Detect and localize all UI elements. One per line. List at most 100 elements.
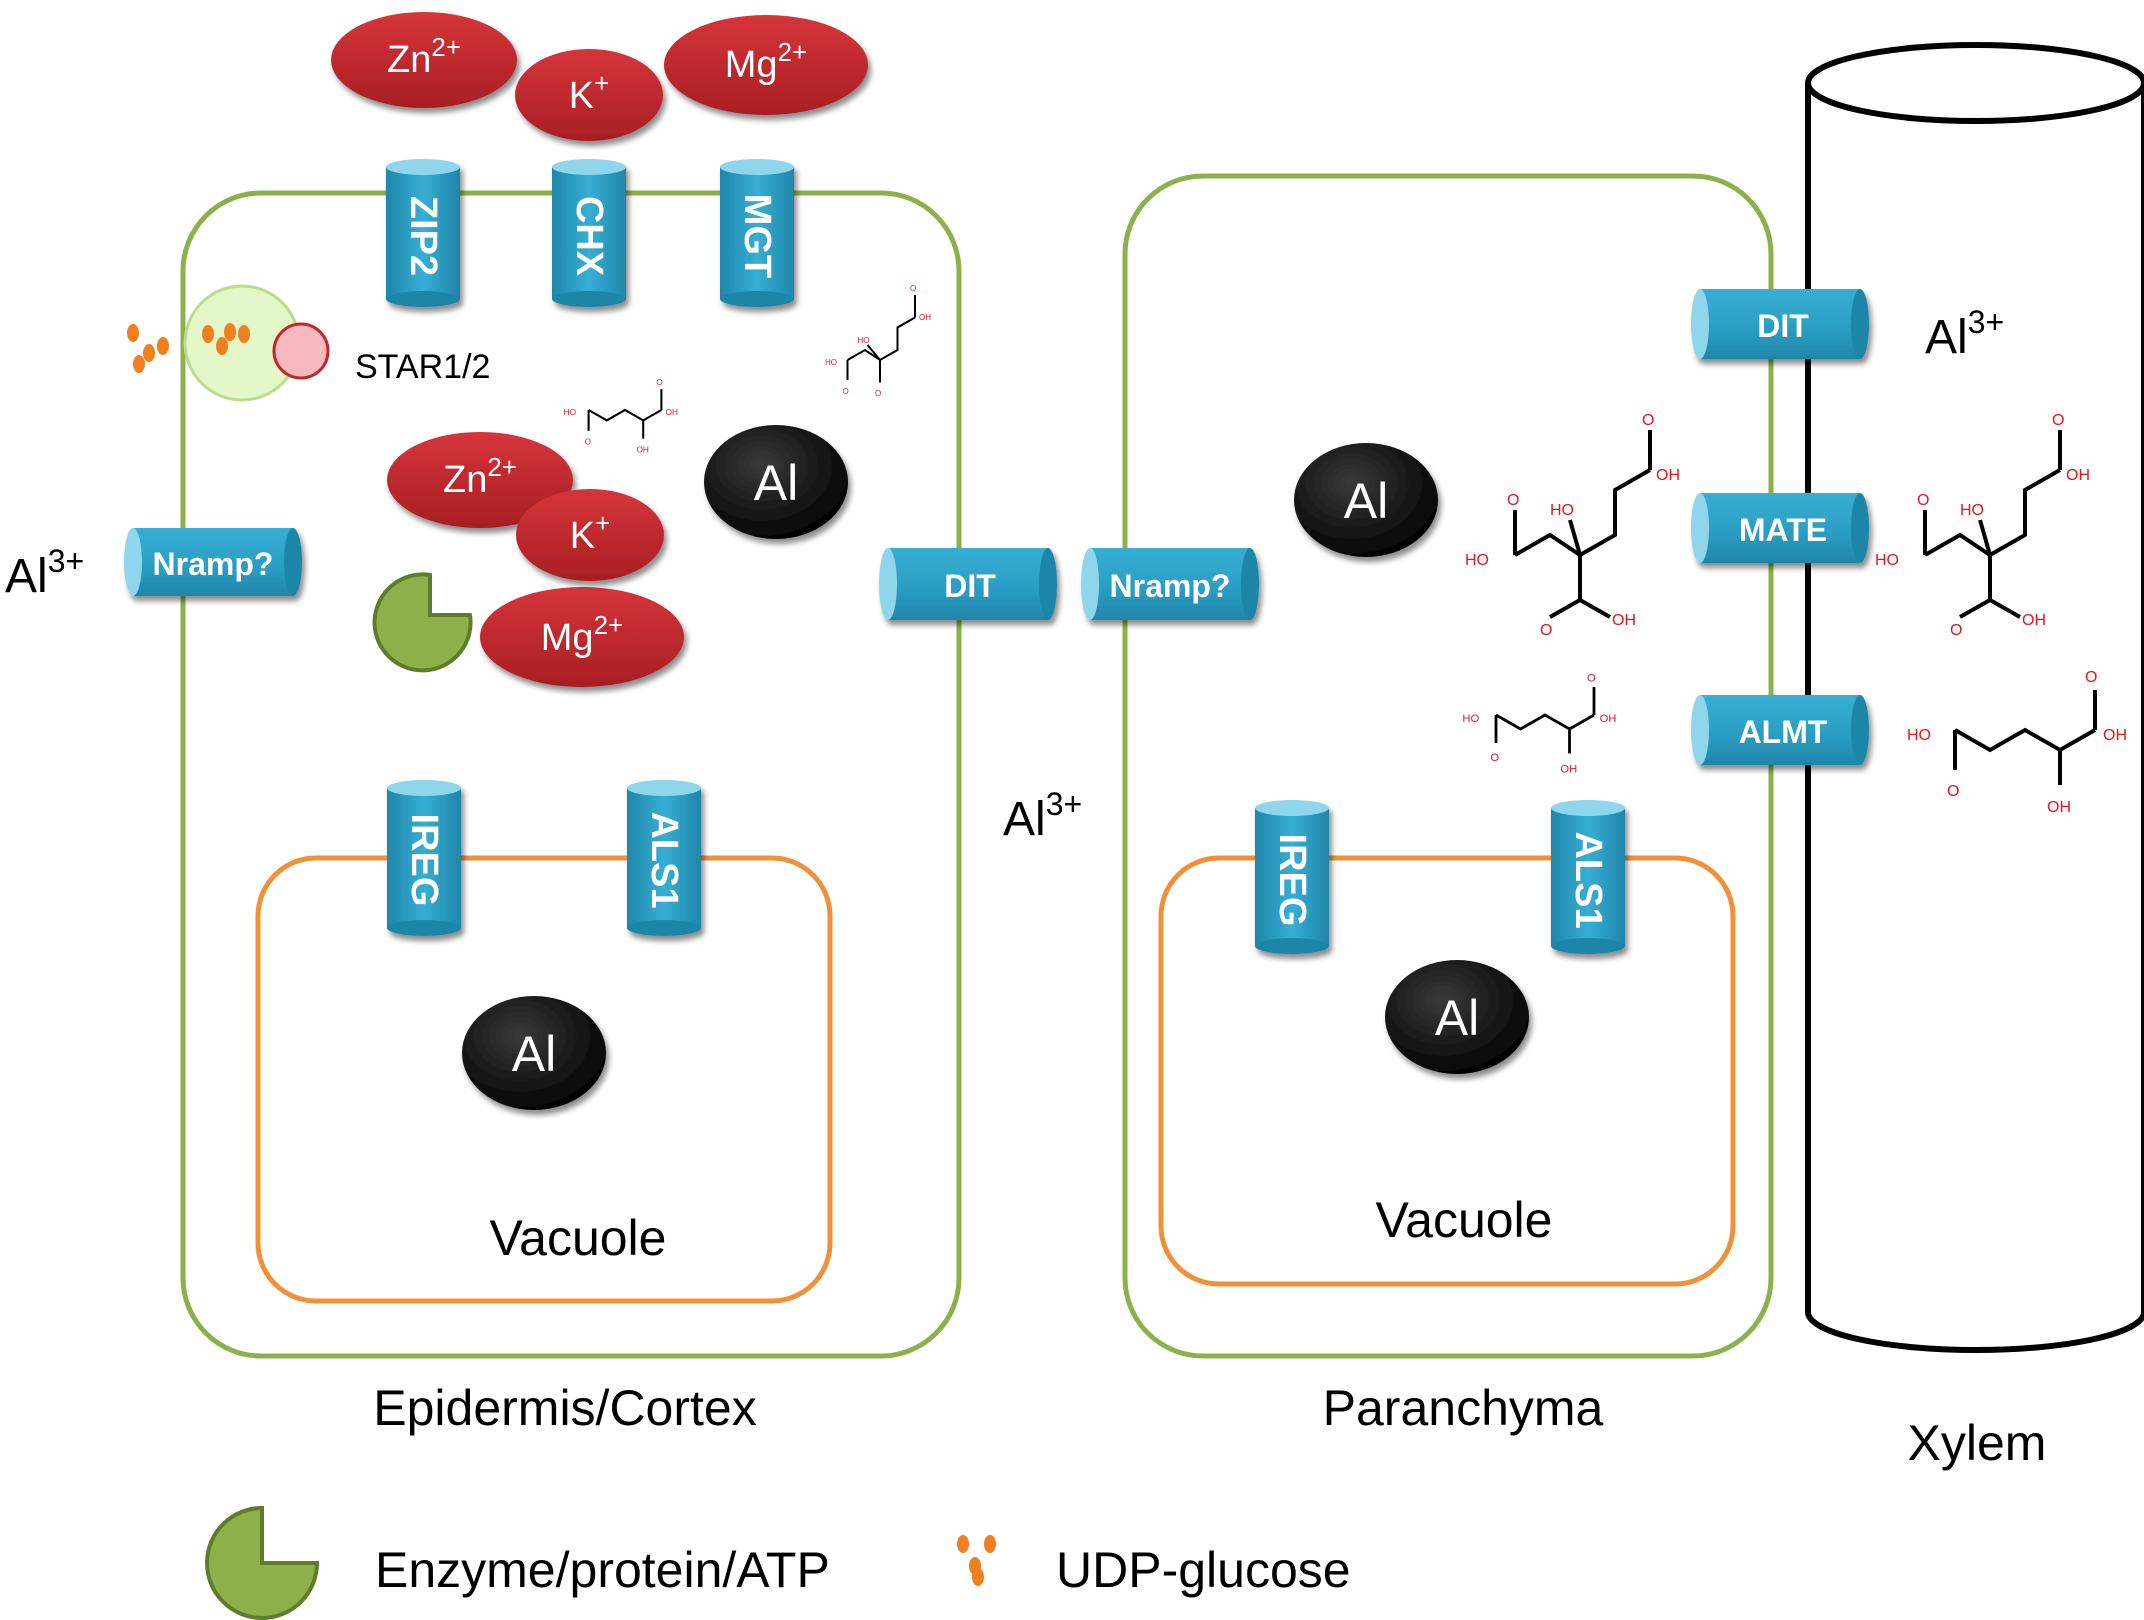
svg-text:O: O (1507, 492, 1519, 509)
svg-text:O: O (875, 389, 881, 398)
svg-text:O: O (656, 377, 663, 387)
mgt-transporter: MGT (720, 159, 794, 307)
svg-text:DIT: DIT (1757, 308, 1809, 344)
svg-text:O: O (1642, 412, 1654, 429)
chx-transporter: CHX (552, 159, 626, 307)
al3-label-outer: Al3+ (5, 543, 84, 603)
paranchyma-cell-membrane (1122, 173, 1774, 1359)
epidermis-cortex-label: Epidermis/Cortex (373, 1380, 756, 1436)
svg-text:Al: Al (1435, 990, 1479, 1046)
svg-text:ALS1: ALS1 (643, 811, 685, 908)
dit-transporter-epidermis: DIT (879, 548, 1057, 620)
al-complex-epidermis: Al (704, 425, 848, 539)
xylem-vessel (1805, 42, 2144, 1353)
svg-text:O: O (910, 284, 916, 293)
svg-text:O: O (1917, 492, 1929, 509)
vacuole-label-epidermis: Vacuole (490, 1210, 667, 1266)
udp-glucose-free-icon (127, 324, 169, 373)
svg-text:OH: OH (2103, 727, 2127, 744)
svg-text:OH: OH (919, 313, 931, 322)
legend-enzyme-icon (205, 1505, 320, 1620)
svg-text:O: O (2052, 412, 2064, 429)
svg-text:Nramp?: Nramp? (1110, 568, 1231, 604)
svg-text:OH: OH (1600, 713, 1617, 725)
enzyme-icon (372, 572, 473, 673)
paranchyma-label: Paranchyma (1323, 1380, 1604, 1436)
svg-text:HO: HO (1960, 502, 1984, 519)
malate-structure-epidermis: HO O OH OH O (564, 377, 678, 455)
al-complex-epidermis-vacuole: Al (462, 996, 606, 1110)
svg-text:O: O (843, 387, 849, 396)
svg-text:CHX: CHX (568, 196, 610, 277)
legend: Enzyme/protein/ATP UDP-glucose (205, 1505, 1351, 1620)
xylem-label: Xylem (1908, 1415, 2047, 1471)
ireg-transporter-epidermis: IREG (387, 780, 461, 936)
svg-text:O: O (1490, 752, 1499, 764)
al3-label-xylem: Al3+ (1925, 304, 2004, 364)
svg-text:ALMT: ALMT (1739, 714, 1828, 750)
vacuole-label-paranchyma: Vacuole (1376, 1192, 1553, 1248)
dit-transporter-xylem: DIT (1691, 289, 1869, 359)
svg-text:HO: HO (1462, 713, 1479, 725)
nramp-transporter-paranchyma: Nramp? (1081, 548, 1259, 620)
svg-text:ALS1: ALS1 (1567, 831, 1609, 928)
al-complex-paranchyma-vacuole: Al (1385, 960, 1529, 1074)
udp-glucose-bound-icon (202, 323, 250, 355)
svg-text:OH: OH (1656, 467, 1680, 484)
svg-text:Zn2+: Zn2+ (387, 32, 461, 81)
als1-transporter-epidermis: ALS1 (627, 780, 701, 936)
ion-k-top: K+ (515, 49, 663, 141)
svg-text:O: O (1587, 672, 1596, 684)
ion-zn-inner: Zn2+ (387, 432, 573, 528)
svg-text:Al: Al (512, 1026, 556, 1082)
legend-enzyme-label: Enzyme/protein/ATP (375, 1542, 830, 1598)
ireg-transporter-paranchyma: IREG (1255, 800, 1329, 954)
svg-text:Mg2+: Mg2+ (541, 610, 623, 659)
svg-text:MGT: MGT (736, 194, 778, 278)
svg-text:ZIP2: ZIP2 (402, 196, 444, 276)
malate-structure-xylem: HO O OH OH O (1907, 669, 2127, 816)
svg-text:IREG: IREG (1271, 834, 1313, 927)
svg-text:K+: K+ (569, 68, 610, 117)
svg-text:DIT: DIT (944, 568, 996, 604)
legend-udp-glucose-icon (957, 1535, 996, 1586)
svg-text:O: O (1950, 622, 1962, 639)
svg-text:HO: HO (1907, 727, 1931, 744)
svg-text:HO: HO (1875, 552, 1899, 569)
svg-text:OH: OH (2047, 799, 2071, 816)
ion-k-inner: K+ (516, 489, 664, 581)
svg-text:Mg2+: Mg2+ (725, 37, 807, 86)
al-complex-paranchyma: Al (1294, 443, 1438, 557)
svg-text:OH: OH (666, 407, 678, 417)
svg-text:Nramp?: Nramp? (153, 546, 274, 582)
legend-udp-glucose-label: UDP-glucose (1056, 1542, 1351, 1598)
svg-text:HO: HO (1550, 502, 1574, 519)
almt-transporter: ALMT (1691, 695, 1869, 765)
svg-text:OH: OH (2066, 467, 2090, 484)
svg-text:O: O (1947, 783, 1959, 800)
svg-text:Al: Al (754, 455, 798, 511)
svg-text:OH: OH (1560, 763, 1577, 775)
svg-text:MATE: MATE (1739, 512, 1827, 548)
svg-text:OH: OH (1612, 612, 1636, 629)
nramp-transporter-outer: Nramp? (124, 528, 302, 596)
malate-structure-paranchyma: HO O OH OH O (1462, 672, 1616, 775)
svg-text:Zn2+: Zn2+ (443, 452, 517, 501)
citrate-structure-epidermis: HO O HO O OH O (825, 284, 931, 398)
citrate-structure-paranchyma: HO O HO O OH OH O (1465, 412, 1680, 639)
svg-text:IREG: IREG (403, 814, 445, 907)
ion-mg-top: Mg2+ (664, 15, 868, 115)
citrate-structure-xylem: HO O HO O OH OH O (1875, 412, 2090, 639)
ion-mg-inner: Mg2+ (480, 587, 684, 687)
svg-text:K+: K+ (570, 508, 611, 557)
star-label: STAR1/2 (355, 348, 490, 386)
svg-text:HO: HO (564, 407, 577, 417)
svg-text:Al: Al (1344, 473, 1388, 529)
svg-text:O: O (1540, 622, 1552, 639)
al3-label-apoplast: Al3+ (1003, 786, 1082, 846)
paranchyma-vacuole-membrane (1158, 855, 1736, 1287)
svg-text:OH: OH (636, 445, 648, 455)
ion-zn-top: Zn2+ (331, 12, 517, 108)
